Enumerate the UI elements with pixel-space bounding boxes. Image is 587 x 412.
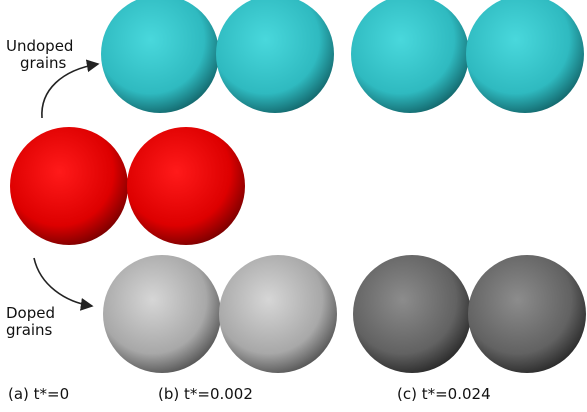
doped-grain-c-right: [468, 255, 586, 373]
doped-grain-b-left: [103, 255, 221, 373]
doped-grains-c: [353, 255, 586, 373]
undoped-label-line1: Undoped: [6, 37, 73, 55]
caption-b: (b) t*=0.002: [158, 385, 253, 403]
caption-a: (a) t*=0: [8, 385, 69, 403]
doped-label-line2: grains: [6, 321, 53, 339]
doped-grain-b-right: [219, 255, 337, 373]
initial-grains-a: [10, 127, 245, 245]
undoped-grain-c-left: [351, 0, 469, 113]
doped-arrow: [33, 257, 94, 311]
undoped-grain-c-right: [466, 0, 584, 113]
initial-grain-right: [127, 127, 245, 245]
undoped-label-line2: grains: [20, 54, 67, 72]
undoped-arrow: [41, 59, 100, 119]
undoped-grain-b-right: [216, 0, 334, 113]
undoped-grains-b: [101, 0, 334, 113]
doped-label-line1: Doped: [6, 304, 55, 322]
doped-grains-b: [103, 255, 337, 373]
undoped-grain-b-left: [101, 0, 219, 113]
doped-grain-c-left: [353, 255, 471, 373]
initial-grain-left: [10, 127, 128, 245]
caption-c: (c) t*=0.024: [397, 385, 491, 403]
undoped-grains-c: [351, 0, 584, 113]
